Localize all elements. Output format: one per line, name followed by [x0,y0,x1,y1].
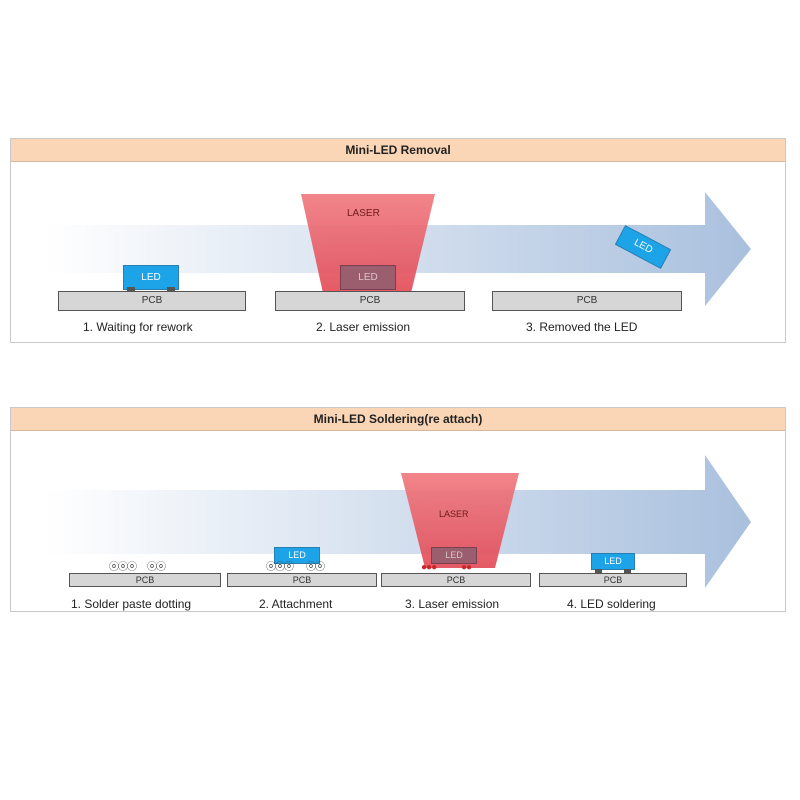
step-label: 1. Waiting for rework [83,320,193,334]
led-chip: LED [591,553,635,570]
laser-beam [401,473,519,568]
step-label: 2. Laser emission [316,320,411,334]
led-chip: LED [340,265,396,290]
pcb-board: PCB [69,573,221,587]
pcb-label: PCB [135,575,155,585]
solder-paste-dots: ⓞⓞ [147,562,166,573]
led-label: LED [358,272,378,283]
pcb-label: PCB [292,575,312,585]
led-label: LED [141,272,161,283]
pcb-board: PCB [227,573,377,587]
step-label: 1. Solder paste dotting [71,597,192,611]
soldering-process-arrow [45,455,751,588]
step-label: 2. Attachment [259,597,333,611]
pcb-board: PCB [492,291,682,311]
led-chip: LED [274,547,320,564]
removal-title: Mini-LED Removal [11,139,785,162]
molten-solder-dots: ●● [461,562,472,573]
step-label: 3. Removed the LED [526,320,638,334]
led-label: LED [445,550,463,560]
led-chip: LED [431,547,477,564]
led-pad [167,287,175,291]
pcb-label: PCB [603,575,623,585]
solder-paste-dots: ⓞⓞⓞ [109,562,137,573]
laser-label: LASER [439,509,469,519]
removal-panel: Mini-LED Removal LED PCB [10,138,786,343]
led-chip: LED [123,265,179,290]
pcb-board: PCB [58,291,246,311]
pcb-board: PCB [539,573,687,587]
soldering-stage: ⓞⓞⓞ ⓞⓞ PCB 1. Solder paste dotting LED ⓞ… [11,431,785,611]
led-pad [127,287,135,291]
solder-paste-dots: ⓞⓞⓞ [266,562,294,573]
led-label: LED [604,556,622,566]
pcb-board: PCB [381,573,531,587]
solder-paste-dots: ⓞⓞ [306,562,325,573]
laser-beam [301,194,435,293]
led-label: LED [288,550,306,560]
led-pad [595,569,602,573]
soldering-panel: Mini-LED Soldering(re attach) ⓞⓞⓞ ⓞⓞ PCB… [10,407,786,612]
removal-stage: LED PCB 1. Waiting for rework LASER LED … [11,162,785,342]
pcb-label: PCB [576,295,598,306]
pcb-label: PCB [141,295,163,306]
led-label: LED [632,237,655,256]
soldering-title: Mini-LED Soldering(re attach) [11,408,785,431]
pcb-label: PCB [446,575,466,585]
step-label: 3. Laser emission [405,597,500,611]
led-pad [624,569,631,573]
pcb-label: PCB [359,295,381,306]
laser-label: LASER [347,208,380,219]
step-label: 4. LED soldering [567,597,656,611]
pcb-board: PCB [275,291,465,311]
removal-process-arrow [45,192,751,306]
molten-solder-dots: ●●● [421,562,437,573]
